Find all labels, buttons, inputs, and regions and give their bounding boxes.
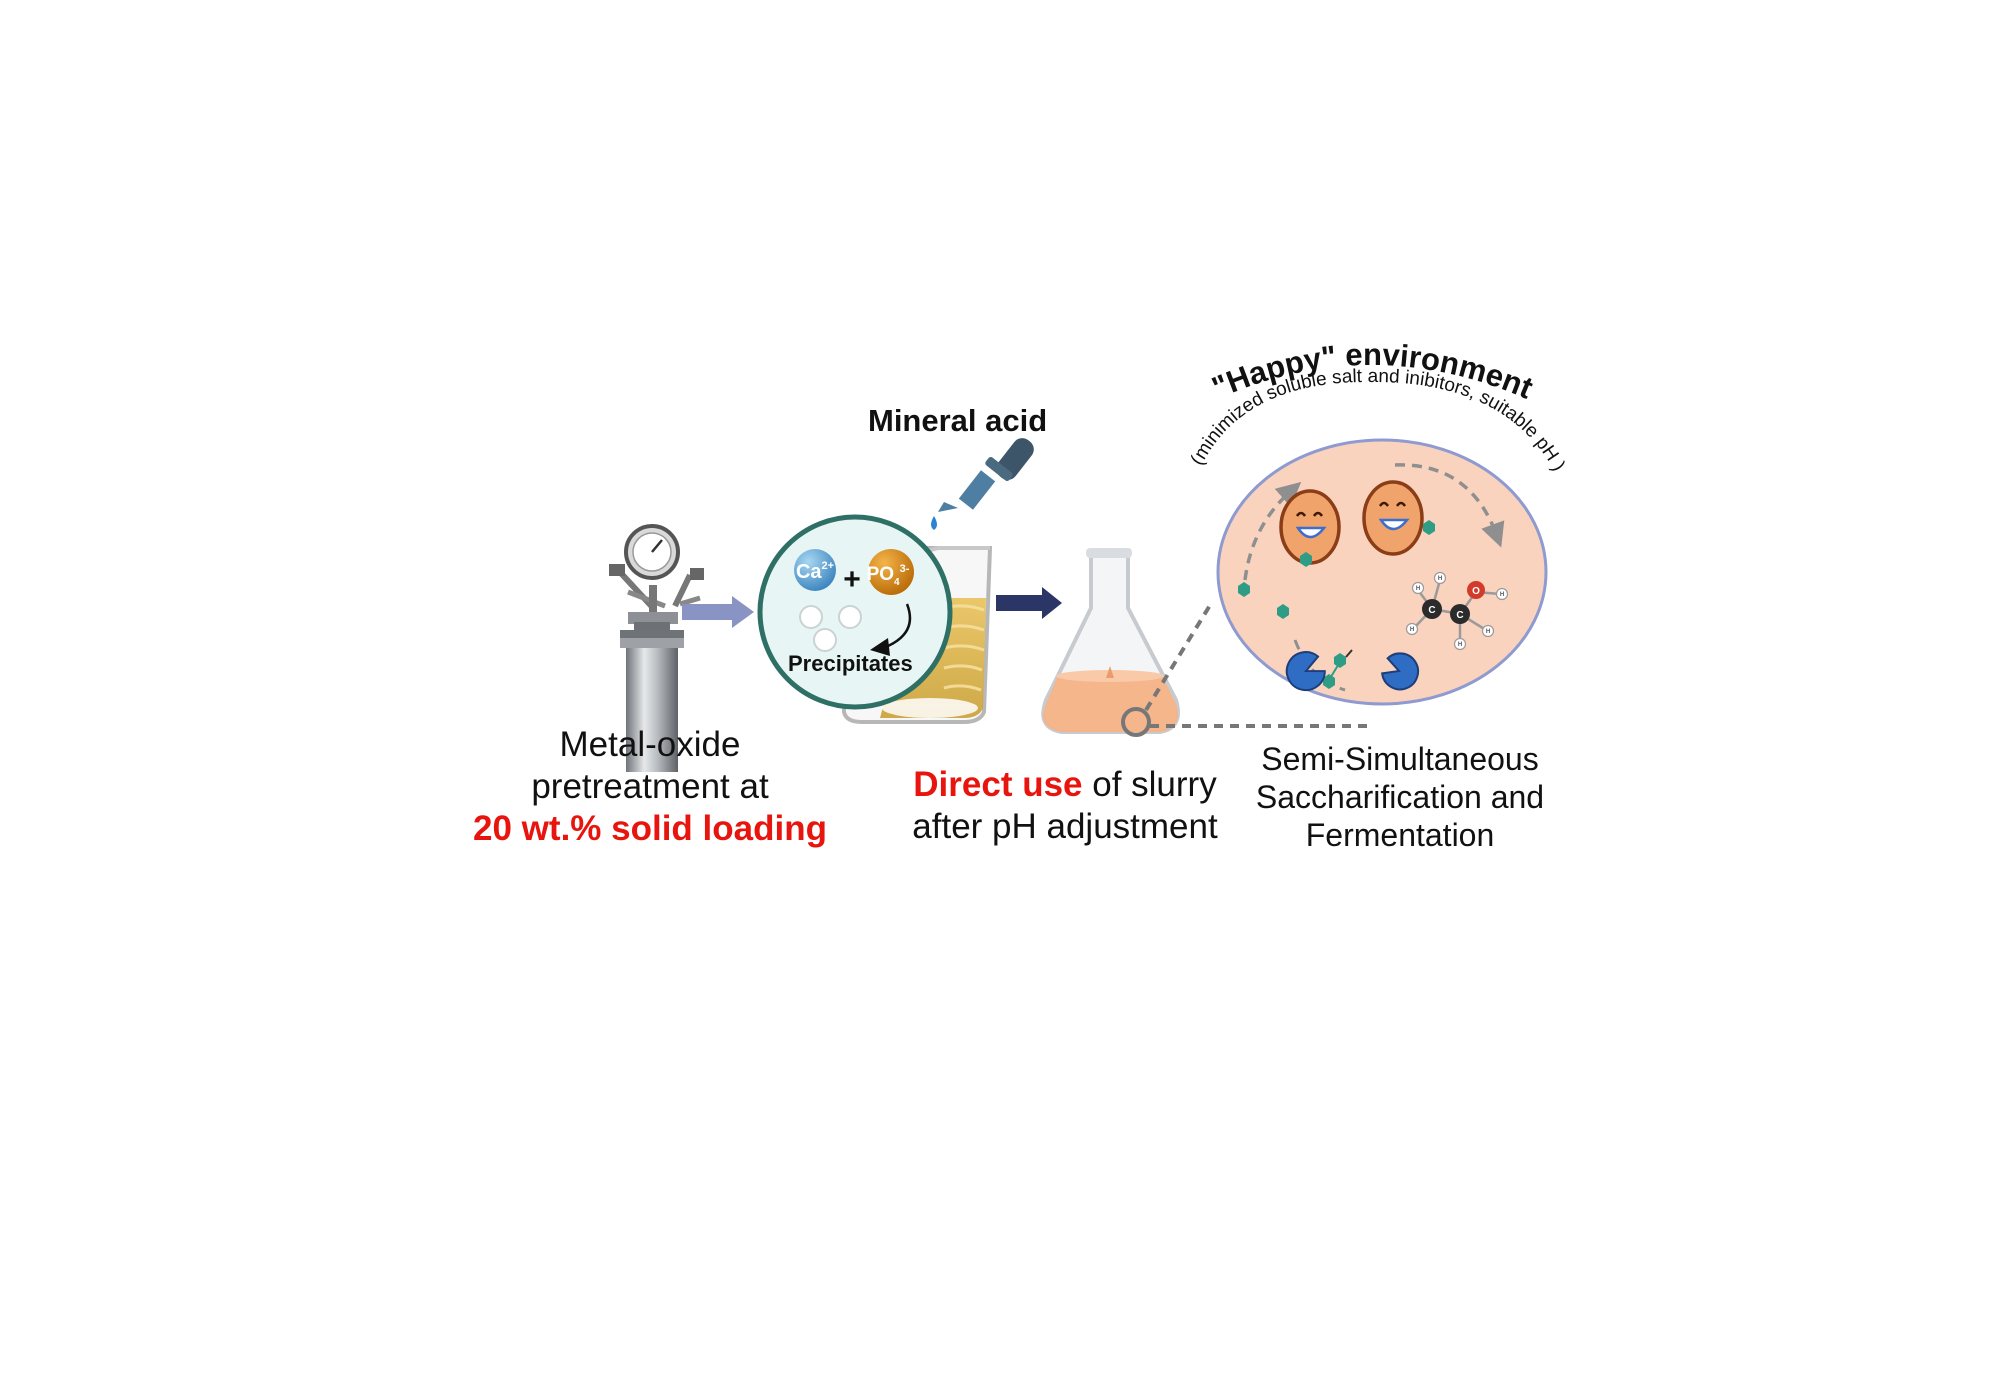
enzyme-icon	[1381, 652, 1420, 691]
sugar-molecules	[1238, 520, 1435, 689]
ssf-caption-line1: Semi-Simultaneous	[1261, 741, 1539, 777]
phosphate-ion-subscript: 4	[894, 577, 900, 588]
cycle-arrow-left	[1243, 481, 1302, 581]
svg-text:Ca2+: Ca2+	[796, 560, 834, 583]
phosphate-ion-charge: 3-	[900, 563, 910, 575]
pressure-reactor-icon	[609, 524, 704, 772]
ethanol-molecule-icon: C C O H H H H H H	[1405, 571, 1509, 651]
hydrogen-atom-label: H	[1458, 642, 1462, 648]
direct-use-highlight: Direct use	[913, 765, 1083, 804]
yeast-cell-icon	[1362, 480, 1424, 556]
solid-loading-highlight: 20 wt.% solid loading	[473, 809, 827, 848]
hydrogen-atom-label: H	[1438, 576, 1442, 582]
carbon-atom-label: C	[1456, 610, 1463, 621]
hydrogen-atom-label: H	[1500, 592, 1504, 598]
calcium-ion	[794, 549, 836, 591]
direct-use-caption-line1: Direct use of slurry	[840, 764, 1290, 806]
precipitates-label: Precipitates	[788, 651, 913, 676]
precipitation-zoom-circle: Ca2+ + PO43-	[757, 514, 953, 710]
hydrogen-atom-label: H	[1410, 627, 1414, 633]
flow-arrow-1	[682, 596, 754, 628]
phosphate-ion-label: PO	[867, 564, 894, 585]
erlenmeyer-flask-icon	[1041, 548, 1180, 737]
plus-sign: +	[843, 563, 861, 596]
yeast-cell-icon	[1279, 489, 1341, 565]
happy-environment-circle: C C O H H H H H H	[1216, 438, 1548, 706]
svg-text:PO43-: PO43-	[867, 563, 910, 588]
pretreatment-caption-line1: Metal-oxide	[559, 725, 741, 764]
dropper-icon	[931, 438, 1034, 530]
direct-use-caption: Direct use of slurry after pH adjustment	[840, 764, 1290, 848]
mineral-acid-label: Mineral acid	[868, 403, 1048, 438]
direct-use-rest: of slurry	[1082, 765, 1217, 804]
phosphate-ion	[868, 549, 914, 595]
pretreatment-caption-line2: pretreatment at	[531, 767, 769, 806]
reaction-arrow	[887, 603, 912, 648]
ssf-caption-line2: Saccharification and	[1255, 779, 1545, 815]
calcium-ion-charge: 2+	[822, 560, 835, 572]
zoom-guide-line-top	[1144, 600, 1214, 712]
oxygen-atom-label: O	[1472, 586, 1480, 597]
flow-arrow-2	[996, 587, 1062, 619]
direct-use-caption-line2: after pH adjustment	[912, 807, 1218, 846]
enzyme-icon	[1285, 651, 1326, 692]
ssf-caption: Semi-Simultaneous Saccharification and F…	[1210, 740, 1590, 854]
pretreatment-caption: Metal-oxide pretreatment at 20 wt.% soli…	[440, 724, 860, 850]
calcium-ion-label: Ca	[796, 561, 822, 583]
ssf-caption-line3: Fermentation	[1305, 817, 1495, 853]
hydrogen-atom-label: H	[1486, 629, 1490, 635]
zoom-origin-marker	[1121, 707, 1151, 737]
hydrogen-atom-label: H	[1416, 586, 1420, 592]
carbon-atom-label: C	[1428, 605, 1435, 616]
